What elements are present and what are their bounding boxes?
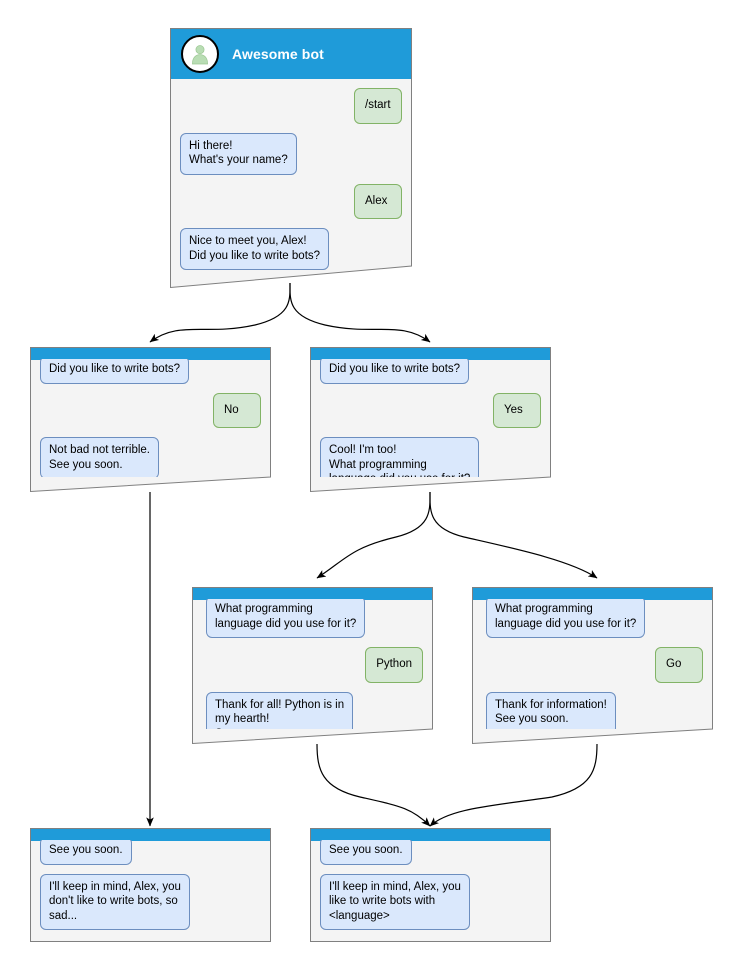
message-row: What programming language did you use fo… [206, 599, 423, 638]
message-row: No [40, 392, 261, 428]
message-row: Not bad not terrible. See you soon. [40, 437, 261, 477]
message-list: Did you like to write bots? Yes Cool! I'… [320, 359, 541, 477]
card-header [31, 829, 270, 841]
message-list: /start Hi there! What's your name? Alex … [180, 88, 402, 279]
edge-start-to-yes [289, 282, 431, 343]
message-row: Thank for information! See you soon. [486, 691, 703, 729]
user-message-bubble[interactable]: /start [354, 88, 402, 124]
message-row: Did you like to write bots? [320, 359, 541, 384]
card-body: Did you like to write bots? No Not bad n… [30, 347, 271, 492]
person-icon [192, 45, 208, 65]
bot-message-bubble: What programming language did you use fo… [206, 599, 366, 638]
edge-yes-to-python [316, 491, 431, 579]
chat-card-answer-no[interactable]: Did you like to write bots? No Not bad n… [30, 347, 271, 492]
card-body: See you soon. I'll keep in mind, Alex, y… [310, 828, 551, 942]
message-row: Hi there! What's your name? [180, 132, 402, 175]
card-header [311, 348, 550, 360]
bot-message-bubble: Hi there! What's your name? [180, 132, 297, 175]
message-list: See you soon. I'll keep in mind, Alex, y… [320, 840, 541, 941]
bot-message-bubble: Nice to meet you, Alex! Did you like to … [180, 228, 330, 270]
card-header [193, 588, 432, 600]
chat-card-answer-python[interactable]: What programming language did you use fo… [192, 587, 433, 744]
user-message-bubble[interactable]: Yes [493, 392, 541, 428]
edge-start-to-no [149, 282, 291, 343]
edge-yes-to-go [429, 491, 598, 579]
bot-message-bubble: Cool! I'm too! What programming language… [320, 437, 480, 477]
card-header [31, 348, 270, 360]
message-row: Did you like to write bots? [40, 359, 261, 384]
message-row: Alex [180, 183, 402, 219]
avatar [181, 35, 219, 73]
card-header [473, 588, 712, 600]
bot-message-bubble: Did you like to write bots? [40, 359, 190, 384]
message-row: Yes [320, 392, 541, 428]
message-row: Nice to meet you, Alex! Did you like to … [180, 228, 402, 270]
message-row: /start [180, 88, 402, 124]
message-row: What programming language did you use fo… [486, 599, 703, 638]
bot-message-bubble: See you soon. [40, 840, 132, 865]
message-row: See you soon. [40, 840, 261, 865]
bot-message-bubble: Did you like to write bots? [320, 359, 470, 384]
bot-message-bubble: What programming language did you use fo… [486, 599, 646, 638]
message-list: See you soon. I'll keep in mind, Alex, y… [40, 840, 261, 941]
card-body: See you soon. I'll keep in mind, Alex, y… [30, 828, 271, 942]
bot-message-bubble: Thank for all! Python is in my hearth! S… [206, 691, 354, 729]
bot-message-bubble: Not bad not terrible. See you soon. [40, 437, 160, 477]
card-body: Did you like to write bots? Yes Cool! I'… [310, 347, 551, 492]
edge-python-to-end-happy [316, 743, 431, 827]
card-body: Awesome bot /start Hi there! What's your… [170, 28, 412, 288]
message-list: What programming language did you use fo… [206, 599, 423, 729]
bot-name: Awesome bot [232, 46, 324, 62]
message-row: I'll keep in mind, Alex, you like to wri… [320, 873, 541, 930]
user-message-bubble[interactable]: Go [655, 647, 703, 683]
chat-card-end-sad[interactable]: See you soon. I'll keep in mind, Alex, y… [30, 828, 271, 942]
message-list: What programming language did you use fo… [486, 599, 703, 729]
edge-go-to-end-happy [429, 743, 598, 827]
bot-message-bubble: I'll keep in mind, Alex, you don't like … [40, 873, 190, 930]
user-message-bubble[interactable]: Alex [354, 183, 402, 219]
chat-card-answer-go[interactable]: What programming language did you use fo… [472, 587, 713, 744]
card-header [311, 829, 550, 841]
user-message-bubble[interactable]: Python [365, 647, 423, 683]
message-list: Did you like to write bots? No Not bad n… [40, 359, 261, 477]
message-row: See you soon. [320, 840, 541, 865]
card-body: What programming language did you use fo… [192, 587, 433, 744]
bot-message-bubble: I'll keep in mind, Alex, you like to wri… [320, 873, 470, 930]
message-row: I'll keep in mind, Alex, you don't like … [40, 873, 261, 930]
bot-message-bubble: Thank for information! See you soon. [486, 691, 616, 729]
message-row: Thank for all! Python is in my hearth! S… [206, 691, 423, 729]
chat-card-end-happy[interactable]: See you soon. I'll keep in mind, Alex, y… [310, 828, 551, 942]
chat-card-answer-yes[interactable]: Did you like to write bots? Yes Cool! I'… [310, 347, 551, 492]
message-row: Cool! I'm too! What programming language… [320, 437, 541, 477]
chat-card-start[interactable]: Awesome bot /start Hi there! What's your… [170, 28, 412, 288]
message-row: Python [206, 647, 423, 683]
card-header-start: Awesome bot [171, 29, 411, 79]
bot-message-bubble: See you soon. [320, 840, 412, 865]
card-body: What programming language did you use fo… [472, 587, 713, 744]
user-message-bubble[interactable]: No [213, 392, 261, 428]
message-row: Go [486, 647, 703, 683]
